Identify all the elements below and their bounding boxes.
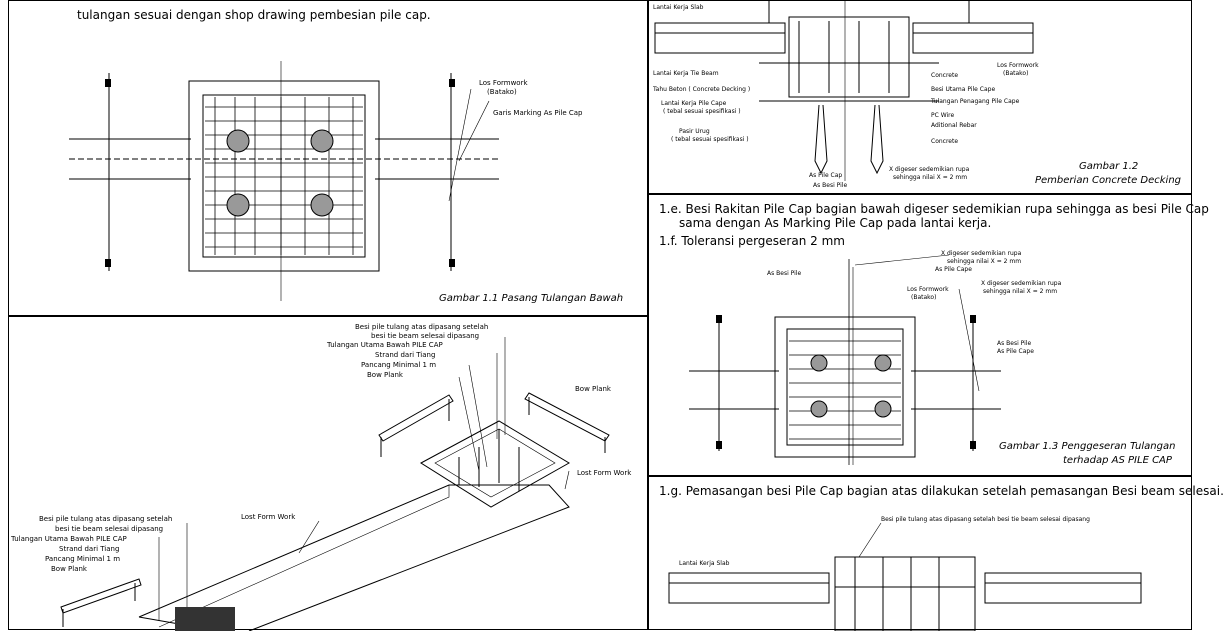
panel-concrete-decking: Lantai Kerja Slab Lantai Kerja Tie Beam …: [648, 0, 1192, 194]
section-drawing-1-2: [654, 1, 1034, 181]
panel-top-rebar: 1.g. Pemasangan besi Pile Cap bagian ata…: [648, 476, 1224, 631]
label-formwork: Los Formwork: [479, 79, 528, 87]
label-xgeser-b-2: sehingga nilai X = 2 mm: [983, 288, 1058, 295]
note-top-2: besi tie beam selesai dipasang: [371, 332, 480, 340]
note-left-5: Pancang Minimal 1 m: [45, 555, 121, 563]
note-top-6: Bow Plank: [367, 371, 403, 379]
label-as-besi-pile-right: As Besi Pile: [997, 340, 1032, 347]
note-left-6: Bow Plank: [51, 565, 87, 573]
label-batako: (Batako): [487, 88, 517, 96]
label-xgeser-b: X digeser sedemikian rupa: [981, 280, 1062, 287]
note-left-1: Besi pile tulang atas dipasang setelah: [39, 515, 173, 523]
label-tahu-beton: Tahu Beton ( Concrete Decking ): [653, 86, 751, 93]
label-aditional: Aditional Rebar: [931, 122, 977, 129]
label-xgeser: X digeser sedemikian rupa: [889, 166, 970, 173]
label-pc-wire: PC Wire: [931, 112, 955, 119]
label-xgeser-2: sehingga nilai X = 2 mm: [893, 174, 968, 181]
note-top-3: Tulangan Utama Bawah PILE CAP: [327, 341, 443, 349]
label-as-pilecape: As Pile Cape: [935, 266, 972, 273]
label-as-besi: As Besi Pile: [813, 182, 848, 189]
label-lk-pilecap: Lantai Kerja Pile Cape: [661, 100, 727, 107]
label-bow-plank-right: Bow Plank: [575, 385, 611, 393]
note-top-4: Strand dari Tiang: [375, 351, 436, 359]
panel-plan-bottom-rebar: tulangan sesuai dengan shop drawing pemb…: [8, 0, 648, 316]
label-xgeser-2: sehingga nilai X = 2 mm: [947, 258, 1022, 265]
label-besi-utama: Besi Utama Pile Cape: [931, 86, 996, 93]
label-formwork: Los Formwork: [907, 286, 949, 293]
step-f: 1.f. Toleransi pergeseran 2 mm: [659, 234, 845, 248]
isometric-drawing: [60, 337, 610, 631]
note-top-5: Pancang Minimal 1 m: [361, 361, 437, 369]
note-left-2: besi tie beam selesai dipasang: [55, 525, 164, 533]
label-marking-as: Garis Marking As Pile Cap: [493, 109, 583, 117]
label-slab: Lantai Kerja Slab: [679, 560, 730, 567]
label-tiebeam: Lantai Kerja Tie Beam: [653, 70, 719, 77]
label-lost-form-work-right: Lost Form Work: [577, 469, 632, 477]
step-e-line2: sama dengan As Marking Pile Cap pada lan…: [679, 216, 992, 230]
label-lost-form-work-mid: Lost Form Work: [241, 513, 296, 521]
panel-isometric: Besi pile tulang atas dipasang setelah b…: [8, 316, 648, 631]
label-as-besi-pile: As Besi Pile: [767, 270, 802, 277]
label-slab: Lantai Kerja Slab: [653, 4, 704, 11]
label-batako: (Batako): [911, 294, 937, 301]
plan-drawing-1-3: [689, 254, 1001, 465]
step-g: 1.g. Pemasangan besi Pile Cap bagian ata…: [659, 484, 1224, 498]
label-as-pile-cape-right: As Pile Cape: [997, 348, 1034, 355]
intro-text: tulangan sesuai dengan shop drawing pemb…: [77, 8, 431, 22]
label-pasir: Pasir Urug: [679, 128, 710, 135]
label-top-note: Besi pile tulang atas dipasang setelah b…: [881, 516, 1090, 523]
label-concrete: Concrete: [931, 72, 959, 79]
label-pasir-2: ( tebal sesuai spesifikasi ): [671, 136, 749, 143]
caption-1-1: Gambar 1.1 Pasang Tulangan Bawah: [439, 293, 624, 304]
label-formwork: Los Formwork: [997, 62, 1039, 69]
label-lk-pilecap-2: ( tebal sesuai spesifikasi ): [663, 108, 741, 115]
caption-1-3-b: terhadap AS PILE CAP: [1063, 455, 1172, 466]
step-e-line1: 1.e. Besi Rakitan Pile Cap bagian bawah …: [659, 202, 1209, 216]
caption-1-3-a: Gambar 1.3 Penggeseran Tulangan: [999, 441, 1176, 452]
label-batako: (Batako): [1003, 70, 1029, 77]
label-tulangan-pengagang: Tulangan Penagang Pile Cape: [931, 98, 1020, 105]
label-xgeser: X digeser sedemikian rupa: [941, 250, 1022, 257]
note-top-1: Besi pile tulang atas dipasang setelah: [355, 323, 489, 331]
label-concrete-2: Concrete: [931, 138, 959, 145]
section-drawing-1-4: [668, 522, 1142, 631]
panel-rebar-shift: 1.e. Besi Rakitan Pile Cap bagian bawah …: [648, 194, 1209, 476]
label-as-pilecap: As Pile Cap: [809, 172, 843, 179]
caption-1-2-a: Gambar 1.2: [1079, 161, 1139, 172]
plan-drawing-1-1: [69, 61, 499, 301]
note-left-4: Strand dari Tiang: [59, 545, 120, 553]
note-left-3: Tulangan Utama Bawah PILE CAP: [11, 535, 127, 543]
caption-1-2-b: Pemberian Concrete Decking: [1035, 175, 1182, 186]
